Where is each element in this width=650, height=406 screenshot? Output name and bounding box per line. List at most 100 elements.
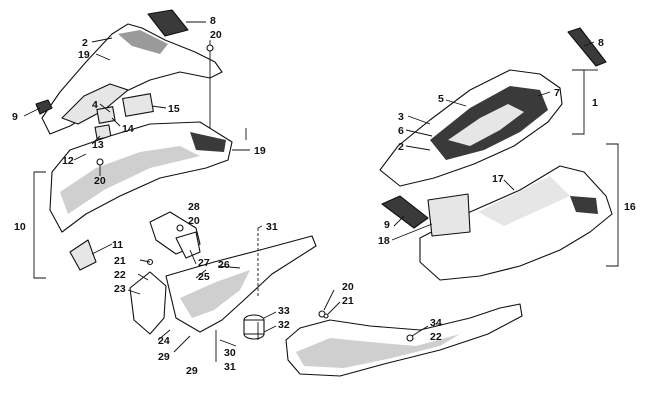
bolt-34 xyxy=(406,334,414,342)
callout-2: 2 xyxy=(398,141,404,153)
callout-29: 29 xyxy=(186,365,198,377)
nose-pan-inner xyxy=(60,146,200,214)
leader-33 xyxy=(263,311,277,319)
cowl-vent-opening xyxy=(570,196,598,214)
leader-20d xyxy=(323,289,335,311)
callout-8: 8 xyxy=(210,15,216,27)
leader-27 xyxy=(189,249,197,265)
callout-12: 12 xyxy=(62,155,74,167)
callout-15: 15 xyxy=(168,103,180,115)
callout-21: 21 xyxy=(114,255,126,267)
nose-pan-bracket xyxy=(190,132,226,152)
fastener-21b xyxy=(323,313,329,319)
clip-body xyxy=(243,319,265,335)
callout-28: 28 xyxy=(188,201,200,213)
group-brackets xyxy=(33,69,619,279)
leader-22a xyxy=(137,273,149,281)
leader-8b xyxy=(583,41,595,47)
hardware xyxy=(96,40,329,362)
hood-ridge xyxy=(118,30,168,54)
leader-18 xyxy=(391,223,433,241)
side-panel-23 xyxy=(129,271,167,335)
bracket-27 xyxy=(175,231,201,259)
callout-20: 20 xyxy=(210,29,222,41)
callout-31: 31 xyxy=(224,361,236,373)
leader-31a xyxy=(257,225,263,229)
callout-10: 10 xyxy=(14,221,26,233)
leader-23 xyxy=(127,289,141,295)
left-hood-assembly xyxy=(35,9,233,271)
leader-25 xyxy=(195,269,207,279)
leader-12 xyxy=(73,153,87,161)
leader-11 xyxy=(91,243,113,255)
leader-32 xyxy=(263,325,277,333)
leader-15 xyxy=(151,105,167,109)
leader-4 xyxy=(99,103,111,113)
hood-decal-area xyxy=(61,83,129,125)
callout-20: 20 xyxy=(94,175,106,187)
callout-7: 7 xyxy=(554,87,560,99)
right-cowl-assembly xyxy=(379,27,613,281)
leader-13 xyxy=(91,135,101,145)
fastener-20b xyxy=(96,158,104,166)
vent-grille-right xyxy=(567,27,607,67)
callout-26: 26 xyxy=(218,259,230,271)
callout-4: 4 xyxy=(92,99,98,111)
leader-2a xyxy=(91,37,113,43)
decal-15 xyxy=(122,93,154,117)
leader-21b xyxy=(327,301,341,315)
leader-2b xyxy=(405,145,431,151)
fastener-20c xyxy=(176,224,184,232)
leader-30 xyxy=(219,339,237,347)
leader-6 xyxy=(405,129,433,137)
callout-labels: 2 19 8 20 9 4 15 14 13 12 20 19 10 11 28… xyxy=(12,15,636,377)
callout-8: 8 xyxy=(598,37,604,49)
decal-11 xyxy=(69,239,97,271)
callout-18: 18 xyxy=(378,235,390,247)
callout-19: 19 xyxy=(254,145,266,157)
fastener-20a xyxy=(206,44,214,52)
callout-3: 3 xyxy=(398,111,404,123)
callout-14: 14 xyxy=(122,123,134,135)
side-mirror-right xyxy=(381,195,429,229)
callout-21: 21 xyxy=(342,295,354,307)
callout-25: 25 xyxy=(198,271,210,283)
callout-20: 20 xyxy=(342,281,354,293)
lower-belly-pan xyxy=(285,303,523,377)
leader-14 xyxy=(111,117,121,127)
callout-9: 9 xyxy=(384,219,390,231)
callout-33: 33 xyxy=(278,305,290,317)
belly-pan-assembly xyxy=(129,211,317,340)
leader-26 xyxy=(217,265,241,269)
callout-6: 6 xyxy=(398,125,404,137)
leader-7 xyxy=(537,91,551,97)
callout-31: 31 xyxy=(266,221,278,233)
upper-cowl-graphic-highlight xyxy=(448,104,524,146)
callout-20: 20 xyxy=(188,215,200,227)
callout-16: 16 xyxy=(624,201,636,213)
callout-19: 19 xyxy=(78,49,90,61)
callout-34: 34 xyxy=(430,317,442,329)
callout-5: 5 xyxy=(438,93,444,105)
side-mirror-left xyxy=(35,99,53,115)
callout-32: 32 xyxy=(278,319,290,331)
leader-17 xyxy=(503,179,515,191)
callout-17: 17 xyxy=(492,173,504,185)
callout-22: 22 xyxy=(430,331,442,343)
callout-13: 13 xyxy=(92,139,104,151)
leader-9b xyxy=(393,215,405,227)
leader-29a xyxy=(173,335,191,353)
leader-19a xyxy=(95,53,111,61)
callout-22: 22 xyxy=(114,269,126,281)
decal-18 xyxy=(427,193,471,237)
callout-1: 1 xyxy=(592,97,598,109)
callout-2: 2 xyxy=(82,37,88,49)
bracket-10 xyxy=(33,171,46,279)
leader-34 xyxy=(411,325,429,337)
callout-29: 29 xyxy=(158,351,170,363)
leader-5 xyxy=(445,99,467,107)
leader-lines xyxy=(23,21,595,353)
decal-17 xyxy=(478,176,570,226)
